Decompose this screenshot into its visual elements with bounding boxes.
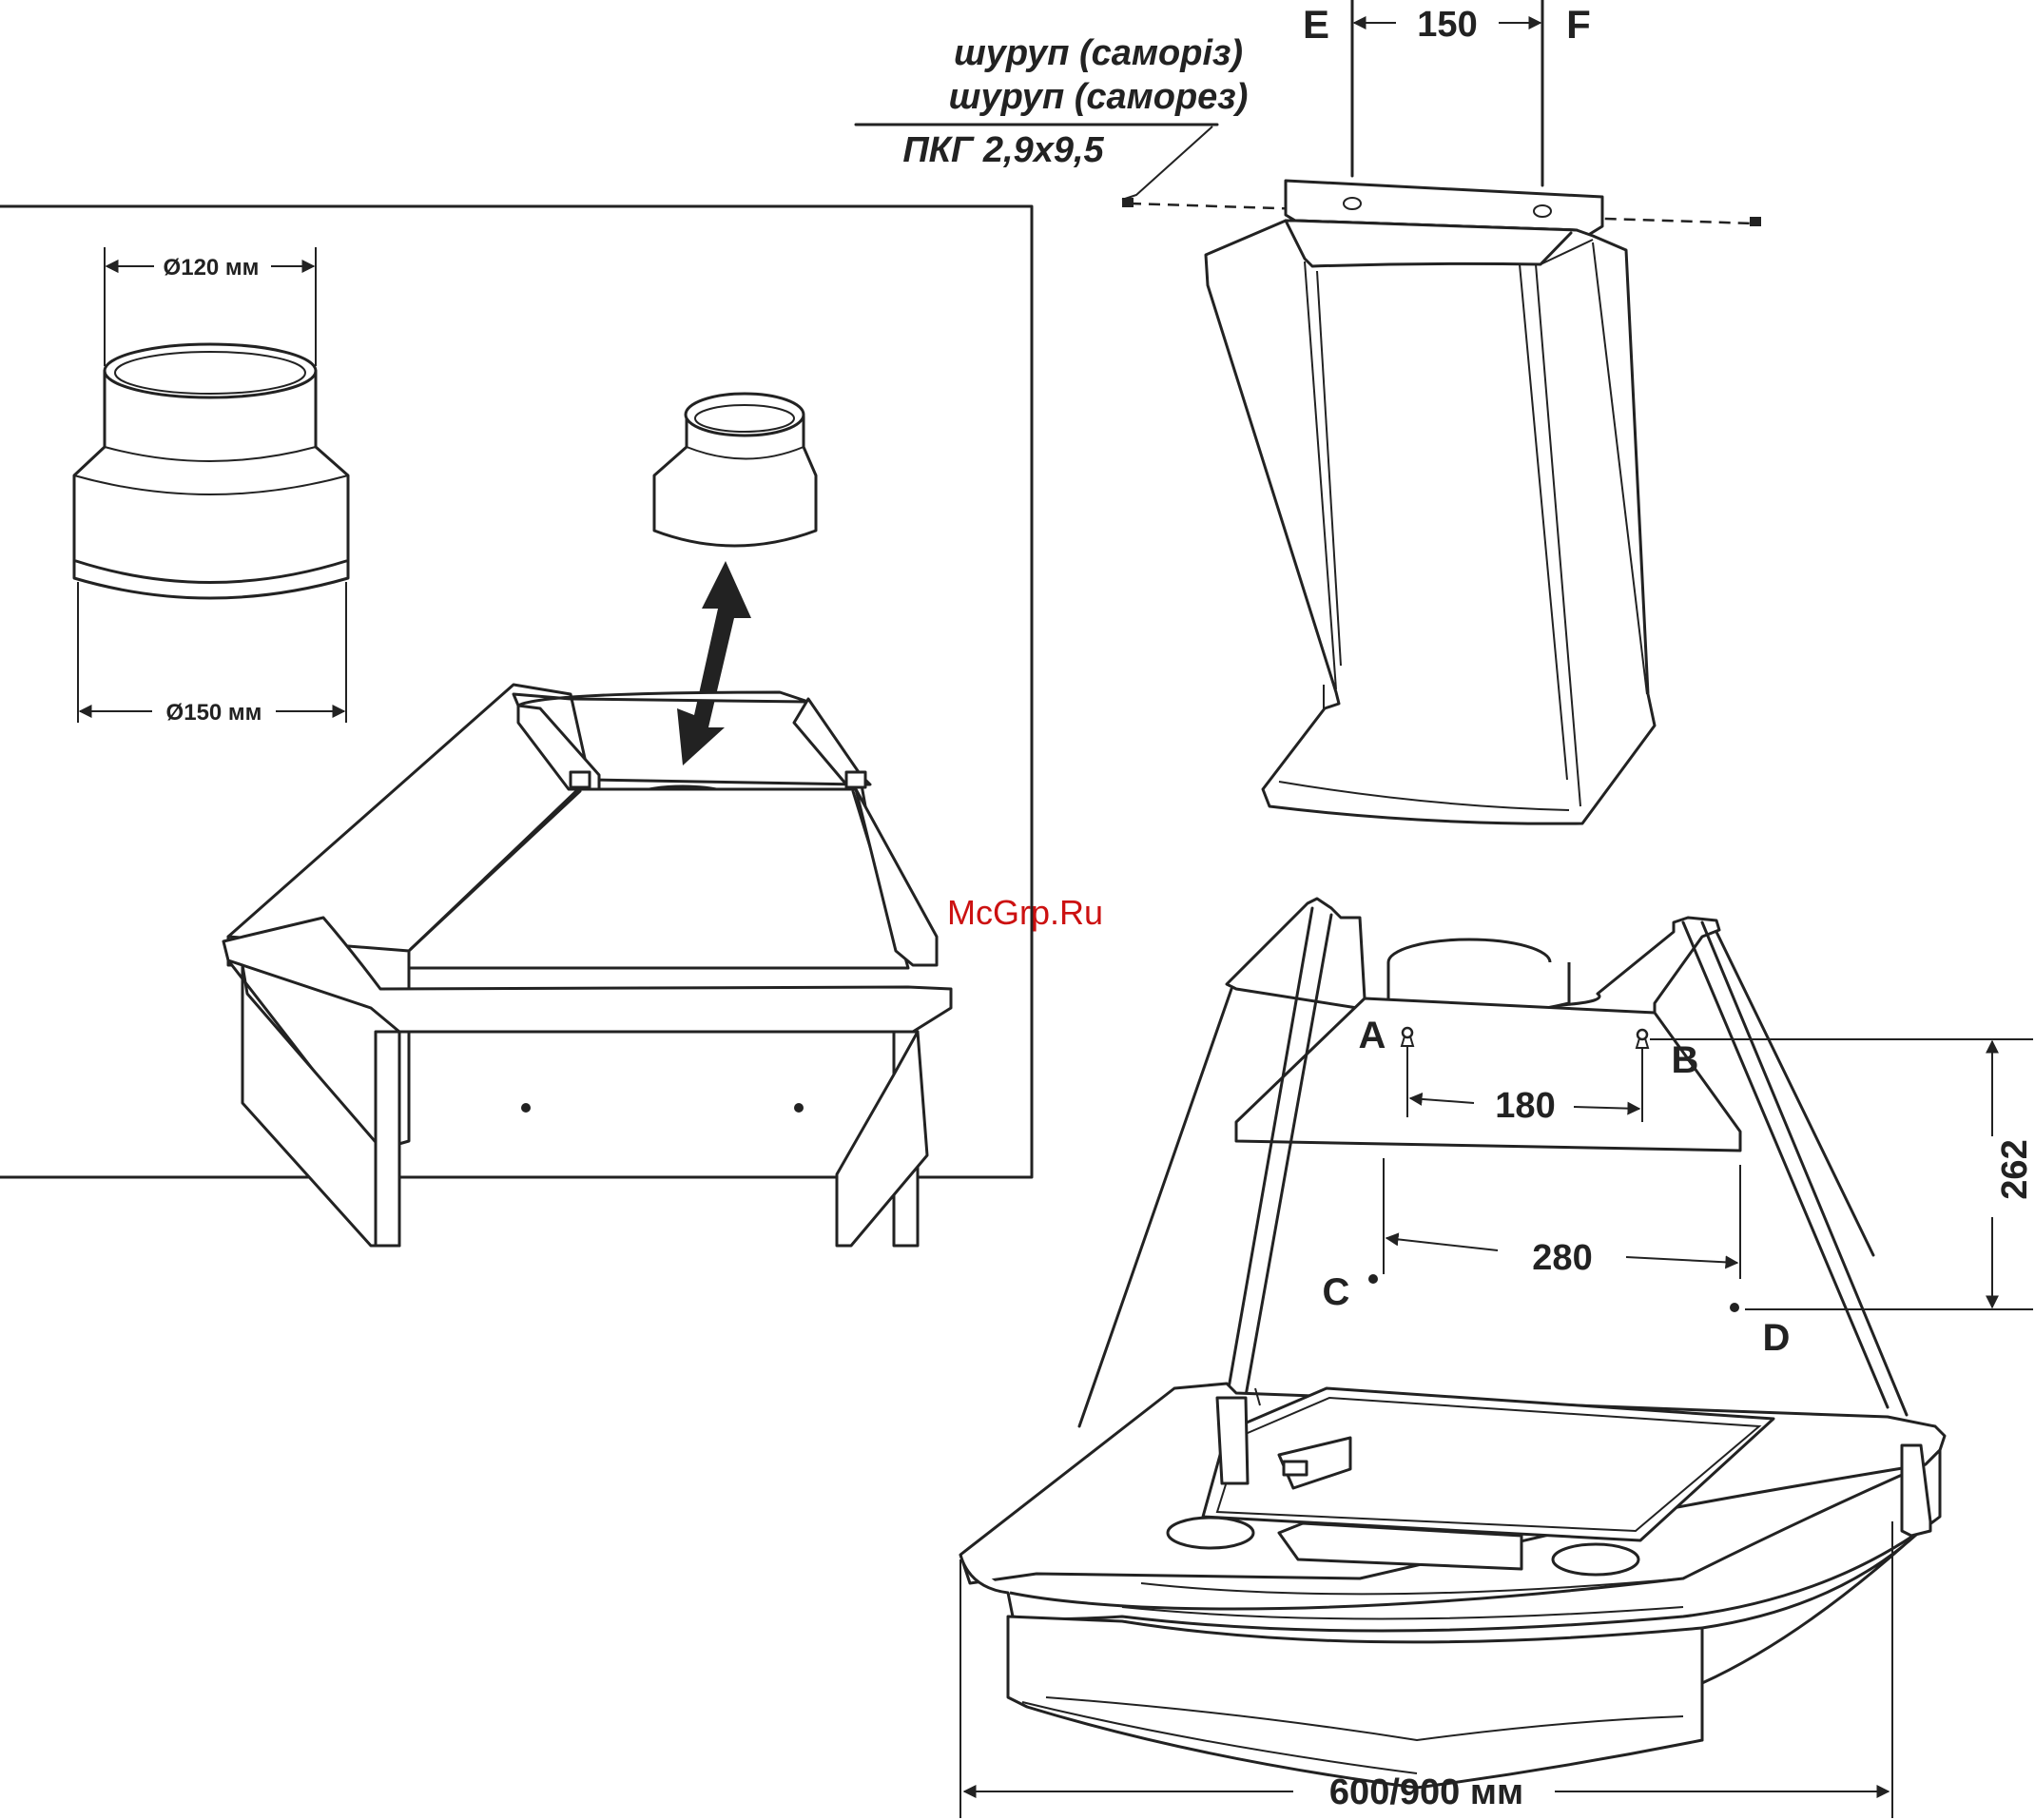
main-hood: A B 180 280 C D 262: [960, 899, 2035, 1788]
screw-label: шуруп (саморіз) шуруп (саморез) ПКГ 2,9x…: [856, 33, 1248, 200]
watermark: McGrp.Ru: [947, 893, 1103, 932]
screw-spec: ПКГ 2,9x9,5: [902, 130, 1104, 170]
point-f: F: [1566, 2, 1591, 47]
screw-label-line1: шуруп (саморіз): [954, 33, 1243, 73]
dimension-cd: 280 C D: [1323, 1158, 1791, 1359]
screw-label-line2: шуруп (саморез): [949, 77, 1249, 117]
point-d: D: [1763, 1317, 1791, 1359]
dimension-large-diameter: Ø150 мм: [78, 582, 346, 726]
screw-left-icon: [1122, 198, 1134, 207]
large-diameter-label: Ø150 мм: [166, 700, 262, 726]
inset-panel: Ø120 мм Ø150 мм: [0, 206, 1032, 1246]
point-c: C: [1323, 1271, 1350, 1313]
point-a: A: [1359, 1015, 1386, 1056]
point-e: E: [1303, 2, 1329, 47]
vertical-distance: 262: [1995, 1139, 2035, 1199]
hood-body-inset: [223, 685, 951, 1246]
dimension-ef: E 150 F: [1303, 0, 1591, 185]
cd-distance: 280: [1532, 1238, 1592, 1278]
screw-right-icon: [1750, 217, 1761, 226]
point-b: B: [1672, 1039, 1699, 1081]
ab-distance: 180: [1495, 1086, 1555, 1126]
ef-distance: 150: [1417, 5, 1477, 45]
dimension-vertical: 262: [1650, 1039, 2035, 1309]
small-diameter-label: Ø120 мм: [164, 255, 260, 281]
width-label: 600/900 мм: [1329, 1772, 1523, 1812]
assembly-arrow: [677, 561, 751, 765]
chimney-cover: [1122, 181, 1761, 823]
adapter-large: [74, 344, 348, 598]
adapter-small: [654, 394, 816, 546]
